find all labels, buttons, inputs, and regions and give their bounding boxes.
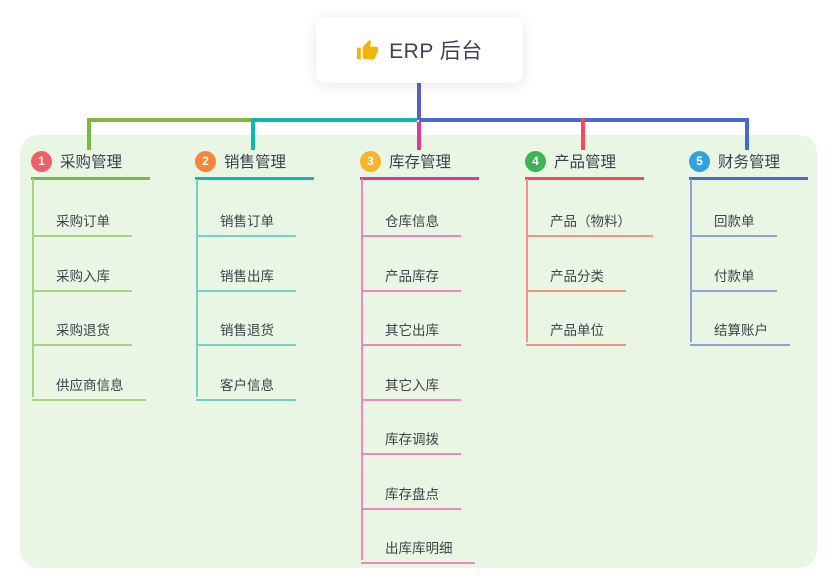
bus-line-sales bbox=[251, 118, 417, 122]
branch-number-badge: 5 bbox=[689, 150, 710, 172]
branch-node-4[interactable]: 4 产品管理 bbox=[525, 149, 644, 180]
child-node[interactable]: 结算账户 bbox=[690, 319, 790, 346]
branch-drop-line-4 bbox=[581, 118, 585, 150]
branch-label: 财务管理 bbox=[718, 154, 781, 171]
branch-number-badge: 2 bbox=[195, 150, 216, 172]
thumbs-up-icon bbox=[357, 39, 379, 59]
thumbs-up-path bbox=[357, 39, 379, 59]
branch-node-1[interactable]: 1 采购管理 bbox=[31, 149, 150, 180]
child-node[interactable]: 采购订单 bbox=[32, 210, 132, 237]
branch-vertical-line-3 bbox=[361, 179, 363, 560]
child-node[interactable]: 销售订单 bbox=[196, 210, 296, 237]
branch-vertical-line-1 bbox=[32, 179, 34, 397]
root-node[interactable]: ERP 后台 bbox=[316, 17, 523, 83]
child-node[interactable]: 其它入库 bbox=[361, 374, 461, 401]
child-node[interactable]: 产品分类 bbox=[526, 265, 626, 292]
branch-node-2[interactable]: 2 销售管理 bbox=[195, 149, 314, 180]
branch-drop-line-3 bbox=[417, 122, 421, 150]
branch-node-3[interactable]: 3 库存管理 bbox=[360, 149, 479, 180]
root-trunk-line bbox=[417, 82, 421, 120]
child-node[interactable]: 采购入库 bbox=[32, 265, 132, 292]
branch-number-badge: 1 bbox=[31, 150, 52, 172]
branch-vertical-line-4 bbox=[526, 179, 528, 342]
branch-vertical-line-2 bbox=[196, 179, 198, 397]
branch-number-badge: 3 bbox=[360, 150, 381, 172]
mindmap-panel bbox=[20, 135, 817, 568]
branch-vertical-line-5 bbox=[690, 179, 692, 342]
root-title: ERP 后台 bbox=[389, 40, 483, 63]
child-node[interactable]: 客户信息 bbox=[196, 374, 296, 401]
branch-drop-line-5 bbox=[745, 118, 749, 150]
branch-label: 销售管理 bbox=[224, 154, 287, 171]
branch-drop-line-2 bbox=[251, 118, 255, 150]
child-node[interactable]: 产品（物料） bbox=[526, 210, 653, 237]
branch-node-5[interactable]: 5 财务管理 bbox=[689, 149, 808, 180]
child-node[interactable]: 销售退货 bbox=[196, 319, 296, 346]
branch-label: 产品管理 bbox=[554, 154, 617, 171]
child-node[interactable]: 付款单 bbox=[690, 265, 777, 292]
child-node[interactable]: 供应商信息 bbox=[32, 374, 146, 401]
child-node[interactable]: 回款单 bbox=[690, 210, 777, 237]
child-node[interactable]: 产品单位 bbox=[526, 319, 626, 346]
child-node[interactable]: 仓库信息 bbox=[361, 210, 461, 237]
child-node[interactable]: 库存调拨 bbox=[361, 428, 461, 455]
branch-drop-line-1 bbox=[87, 118, 91, 150]
child-node[interactable]: 销售出库 bbox=[196, 265, 296, 292]
branch-number-badge: 4 bbox=[525, 150, 546, 172]
child-node[interactable]: 其它出库 bbox=[361, 319, 461, 346]
branch-label: 库存管理 bbox=[389, 154, 452, 171]
child-node[interactable]: 采购退货 bbox=[32, 319, 132, 346]
child-node[interactable]: 库存盘点 bbox=[361, 483, 461, 510]
child-node[interactable]: 出库库明细 bbox=[361, 537, 475, 564]
child-node[interactable]: 产品库存 bbox=[361, 265, 461, 292]
branch-label: 采购管理 bbox=[60, 154, 123, 171]
